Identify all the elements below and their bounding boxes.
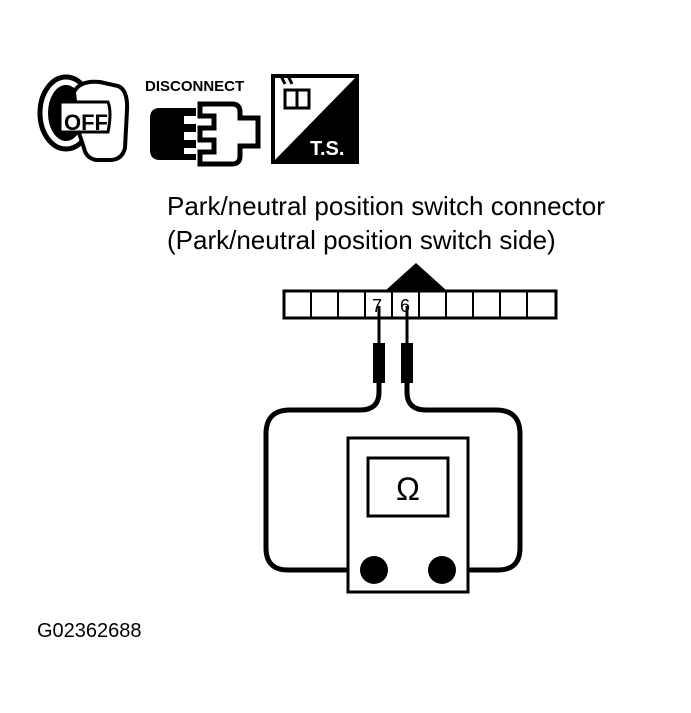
connector-face: 7 6 bbox=[282, 263, 558, 320]
connector-subtitle: (Park/neutral position switch side) bbox=[167, 225, 556, 255]
ignition-key-off-icon: OFF bbox=[37, 74, 130, 162]
disconnect-label: DISCONNECT bbox=[145, 78, 244, 95]
meter-terminal-left bbox=[360, 556, 388, 584]
probe-left bbox=[373, 343, 385, 383]
figure-code: G02362688 bbox=[37, 620, 142, 642]
lead-wires bbox=[263, 383, 523, 573]
terminal-7-label: 7 bbox=[372, 296, 382, 316]
connector-disconnect-icon: DISCONNECT bbox=[145, 78, 261, 167]
ohm-symbol: Ω bbox=[396, 471, 420, 507]
off-label: OFF bbox=[64, 110, 108, 135]
connector-key-tab bbox=[386, 263, 446, 290]
probe-right bbox=[401, 343, 413, 383]
meter-display bbox=[366, 456, 450, 518]
connector-title: Park/neutral position switch connector bbox=[167, 191, 605, 221]
terminal-6-label: 6 bbox=[400, 296, 410, 316]
meter-terminal-right bbox=[428, 556, 456, 584]
ts-label: T.S. bbox=[310, 138, 344, 160]
harness-connector-ts-icon: T.S. bbox=[271, 74, 359, 164]
ohmmeter: Ω bbox=[346, 436, 470, 594]
test-probes bbox=[373, 306, 413, 383]
